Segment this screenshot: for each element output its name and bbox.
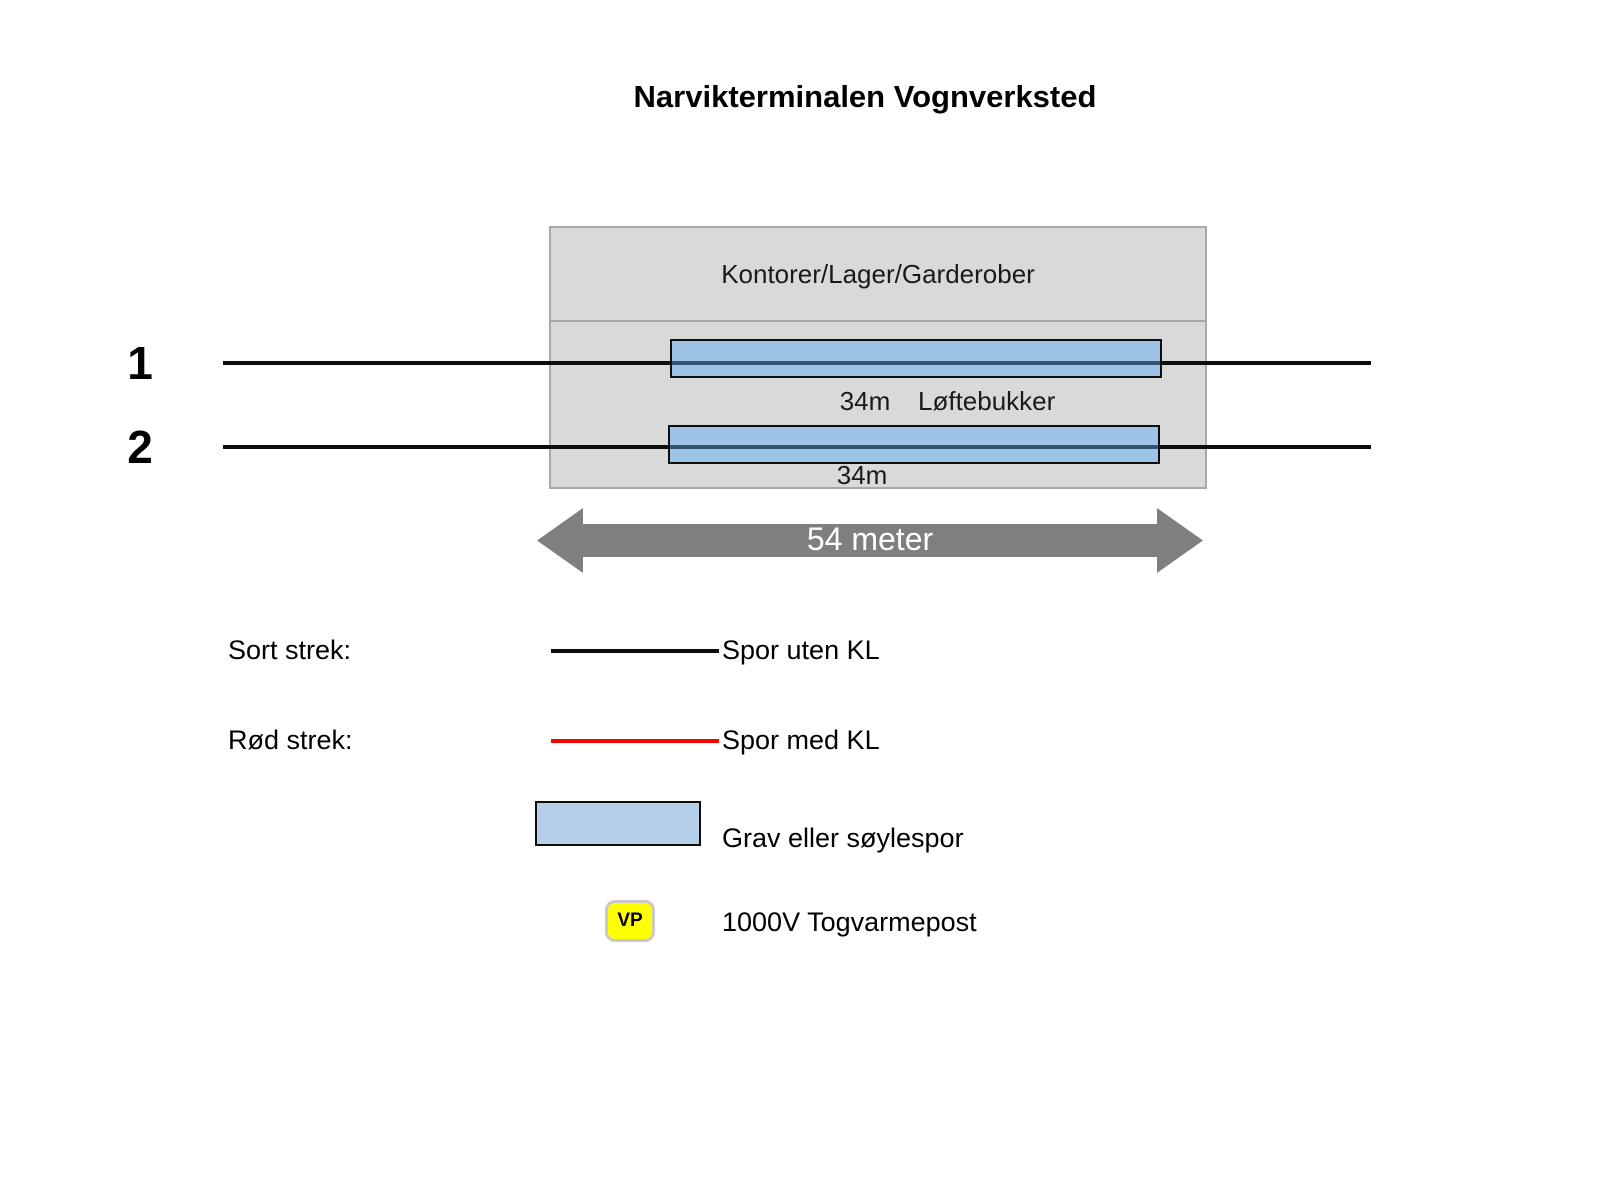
black-line-swatch [551, 649, 719, 653]
track-1-lift-jacks-label: Løftebukker [918, 386, 1056, 416]
red-line-swatch [551, 739, 719, 743]
track-1-number: 1 [127, 337, 153, 389]
legend-label-track-with-kl: Spor med KL [722, 725, 880, 755]
legend-label-train-heating-post: 1000V Togvarmepost [722, 907, 977, 937]
building-office-label: Kontorer/Lager/Garderober [721, 258, 1035, 289]
legend-key-red-line: Rød strek: [228, 725, 353, 755]
track-1-pit-length-label: 34m [839, 386, 891, 416]
vp-badge: VP [605, 900, 655, 942]
track-1-pit-track-line [672, 361, 1160, 365]
page-title: Narvikterminalen Vognverksted [633, 79, 1097, 114]
dimension-arrow-icon [537, 508, 1203, 573]
building-office-section: Kontorer/Lager/Garderober [551, 228, 1205, 322]
track-1-pit [670, 339, 1162, 378]
legend-key-black-line: Sort strek: [228, 635, 352, 665]
track-2-number: 2 [127, 421, 153, 473]
legend-label-track-without-kl: Spor uten KL [722, 635, 880, 665]
dimension-arrow-label: 54 meter [806, 521, 934, 557]
track-2-pit [668, 425, 1160, 464]
legend-label-pit-or-column-track: Grav eller søylespor [722, 823, 964, 853]
vp-badge-text: VP [617, 910, 643, 931]
track-2-pit-length-label: 34m [836, 460, 888, 490]
track-2-pit-track-line [670, 445, 1158, 449]
pit-swatch [535, 801, 701, 846]
